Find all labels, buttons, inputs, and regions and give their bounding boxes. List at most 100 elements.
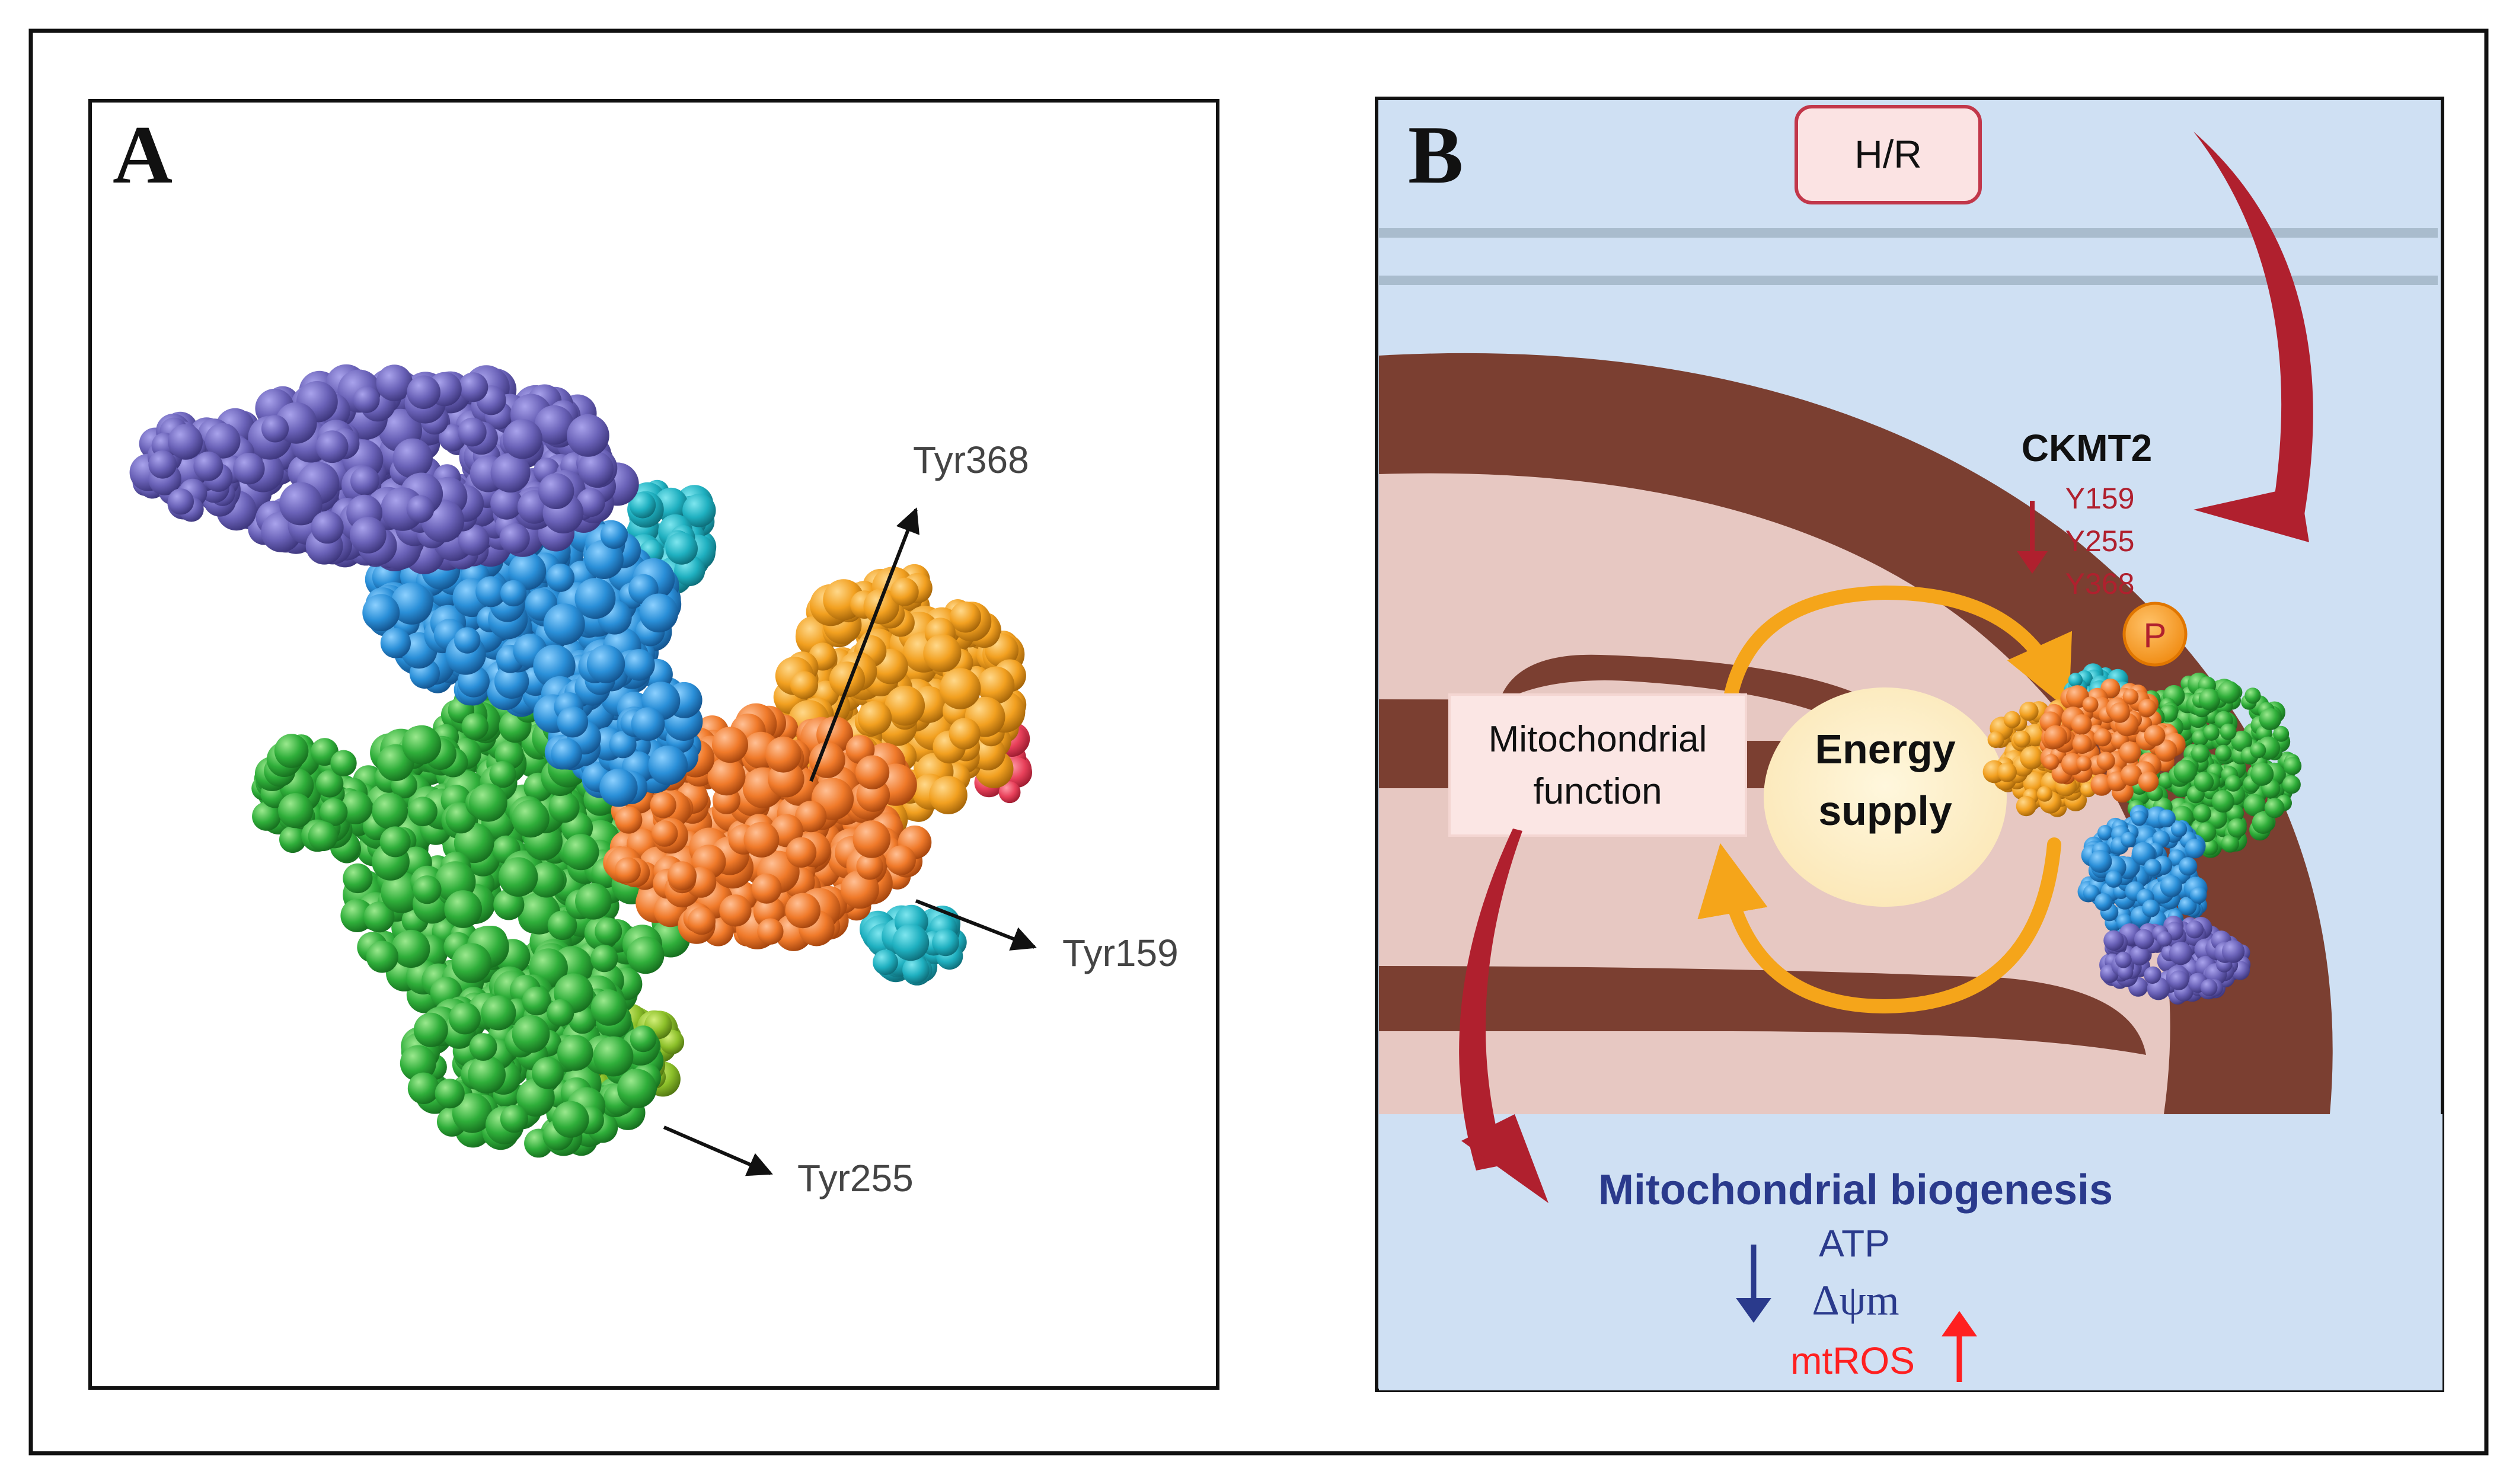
- atp-label: ATP: [1819, 1222, 1890, 1265]
- atom-sphere: [311, 511, 344, 544]
- atom-sphere: [193, 451, 223, 481]
- atom-sphere: [743, 821, 780, 858]
- atom-sphere: [534, 405, 574, 445]
- atom-sphere: [2115, 951, 2132, 968]
- atom-sphere: [279, 482, 323, 526]
- atom-sphere: [400, 1045, 436, 1082]
- atom-sphere: [574, 578, 616, 619]
- atom-sphere: [629, 492, 656, 519]
- atom-sphere: [500, 580, 527, 607]
- atom-sphere: [2203, 724, 2220, 741]
- cycle-arc-top: [1721, 585, 2072, 718]
- atom-sphere: [998, 781, 1021, 804]
- protein-structure-a: [129, 364, 1032, 1158]
- atom-sphere: [2264, 798, 2285, 818]
- atom-sphere: [2259, 708, 2282, 731]
- atom-sphere: [719, 894, 752, 927]
- atom-sphere: [528, 862, 564, 898]
- atom-sphere: [481, 995, 516, 1031]
- atom-sphere: [2250, 742, 2266, 759]
- biogenesis-arrow-shaft: [1459, 829, 1522, 1170]
- atom-sphere: [2201, 839, 2218, 856]
- atom-sphere: [2036, 786, 2053, 802]
- atom-sphere: [2185, 920, 2204, 939]
- hr-arrow-shaft: [2193, 132, 2313, 522]
- atom-sphere: [786, 837, 817, 868]
- atom-sphere: [2144, 859, 2161, 877]
- atom-sphere: [2083, 884, 2100, 901]
- atom-sphere: [650, 792, 676, 818]
- atom-sphere: [892, 924, 930, 961]
- atom-sphere: [2134, 929, 2154, 949]
- atom-sphere: [2019, 702, 2039, 721]
- atom-sphere: [552, 1101, 589, 1138]
- atom-sphere: [343, 863, 373, 894]
- tyr368-pointer: [809, 507, 919, 782]
- atom-sphere: [2221, 940, 2245, 963]
- atom-sphere: [494, 664, 529, 699]
- atom-sphere: [461, 713, 488, 740]
- atom-sphere: [595, 917, 622, 945]
- atom-sphere: [391, 582, 433, 625]
- atom-sphere: [2282, 775, 2301, 794]
- atom-sphere: [873, 949, 898, 976]
- atom-sphere: [2220, 723, 2237, 740]
- tyr368-label: Tyr368: [913, 439, 1029, 481]
- atom-sphere: [885, 685, 925, 726]
- up-arrow-red-head: [1942, 1311, 1977, 1336]
- atom-sphere: [2119, 741, 2141, 764]
- sites-down-arrowhead: [2017, 551, 2048, 574]
- atom-sphere: [551, 738, 582, 770]
- atom-sphere: [707, 757, 746, 796]
- atom-sphere: [167, 488, 194, 515]
- atom-sphere: [575, 883, 612, 920]
- atom-sphere: [2109, 702, 2130, 723]
- atom-sphere: [435, 1079, 465, 1109]
- atom-sphere: [349, 517, 387, 554]
- atom-sphere: [651, 820, 678, 847]
- atom-sphere: [2120, 764, 2143, 786]
- atom-sphere: [2121, 831, 2137, 847]
- atom-sphere: [543, 603, 585, 645]
- panel-a: A Tyr368 Tyr159 Tyr255: [88, 99, 1219, 1390]
- atom-sphere: [458, 372, 488, 402]
- atom-sphere: [2016, 796, 2036, 817]
- atom-sphere: [376, 364, 413, 401]
- atom-sphere: [233, 453, 265, 485]
- atom-sphere: [2207, 808, 2227, 829]
- atom-sphere: [2157, 809, 2176, 827]
- atom-sphere: [278, 793, 314, 829]
- energy-supply-node: [1764, 687, 2007, 907]
- atom-sphere: [372, 793, 408, 830]
- atom-sphere: [449, 1002, 481, 1035]
- atom-sphere: [2117, 964, 2134, 980]
- atom-sphere: [279, 826, 306, 853]
- atom-sphere: [468, 1056, 506, 1094]
- atom-sphere: [2273, 725, 2290, 742]
- atom-sphere: [2169, 970, 2189, 990]
- atom-sphere: [2217, 680, 2240, 704]
- atom-sphere: [366, 941, 399, 973]
- atom-sphere: [205, 423, 241, 459]
- atom-sphere: [665, 532, 698, 565]
- atom-sphere: [261, 415, 289, 443]
- atom-sphere: [615, 806, 643, 834]
- atom-sphere: [939, 668, 981, 709]
- atom-sphere: [380, 628, 411, 658]
- atom-sphere: [2097, 825, 2113, 841]
- atom-sphere: [586, 645, 625, 683]
- atom-sphere: [712, 727, 748, 763]
- atom-sphere: [2160, 875, 2182, 897]
- atom-sphere: [252, 802, 281, 831]
- atom-sphere: [902, 957, 930, 984]
- atom-sphere: [538, 473, 574, 509]
- atom-sphere: [379, 826, 411, 858]
- energy-line-2: supply: [1818, 788, 1952, 834]
- atom-sphere: [407, 1072, 440, 1105]
- tyr159-pointer: [915, 899, 1037, 951]
- atom-sphere: [512, 1015, 550, 1053]
- atom-sphere: [2225, 775, 2242, 792]
- atom-sphere: [2215, 744, 2232, 762]
- atom-sphere: [667, 861, 697, 891]
- atom-sphere: [308, 821, 338, 852]
